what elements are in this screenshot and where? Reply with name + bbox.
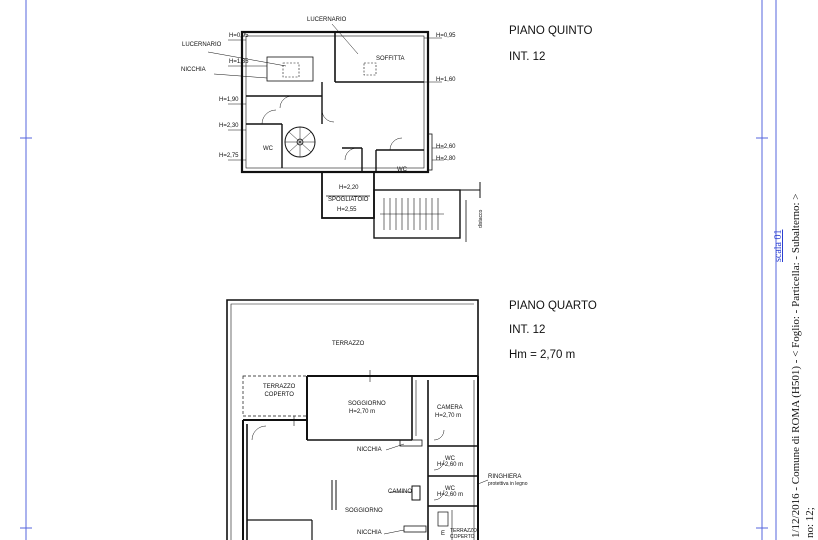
label-wc-right: WC [397,167,407,173]
sidebar-scale-link[interactable]: scala 01 [773,229,784,263]
label-terrazzo: TERRAZZO [332,341,365,347]
label-lucernario-top: LUCERNARIO [307,17,347,23]
height-h190: H=1,90 [219,97,239,103]
piano-quarto-interno: INT. 12 [509,324,546,336]
label-wc-left: WC [263,146,273,152]
height-h260: H=2,60 [436,144,456,150]
label-lucernario-left: LUCERNARIO [182,42,222,48]
sheet-frame [20,0,777,540]
piano-quinto-plan [207,23,481,242]
label-nicchia-1: NICCHIA [357,447,382,453]
height-h220: H=2,20 [339,185,359,191]
label-camera-height: H=2,70 m [435,413,462,419]
height-h095-right: H=0,95 [436,33,456,39]
height-h230: H=2,30 [219,123,239,129]
label-distacco: distacco [478,209,484,228]
height-h095-left: H=0,95 [229,33,249,39]
sidebar-number-line: no: 12; [804,507,816,538]
label-spogliatoio: SPOGLIATOIO [328,197,369,203]
label-wc-2: WC [445,486,455,492]
label-e: E [441,531,446,537]
height-h135: H=1,35 [229,59,249,65]
label-nicchia-2: NICCHIA [357,530,382,536]
height-h280: H=2,80 [436,156,456,162]
label-ringhiera-note: protettiva in legno [488,481,528,487]
cadastral-sidebar: 1/12/2016 - Comune di ROMA (H501) - < Fo… [773,0,818,540]
label-terrazzo-coperto-2: TERRAZZO COPERTO [450,528,477,540]
label-soggiorno-1-height: H=2,70 m [349,409,376,415]
label-camera: CAMERA [437,405,463,411]
label-wc-1: WC [445,456,455,462]
label-soggiorno-1: SOGGIORNO [348,401,386,407]
height-h275: H=2,75 [219,153,239,159]
label-wc-1-height: H=2,60 m [437,462,464,468]
label-soffitta: SOFFITTA [376,56,405,62]
height-h255: H=2,55 [337,207,357,213]
label-wc-2-height: H=2,60 m [437,492,464,498]
piano-quarto-hm: Hm = 2,70 m [509,349,576,361]
piano-quarto-title: PIANO QUARTO [509,300,597,312]
label-soggiorno-2: SOGGIORNO [345,508,383,514]
piano-quinto-interno: INT. 12 [509,51,546,63]
label-terrazzo-coperto: TERRAZZO COPERTO [263,384,296,398]
label-nicchia: NICCHIA [181,67,206,73]
height-h160: H=1,60 [436,77,456,83]
label-camino: CAMINO [388,489,412,495]
piano-quinto-title: PIANO QUINTO [509,25,593,37]
label-ringhiera: RINGHIERA [488,474,522,480]
piano-quarto-plan [226,299,489,540]
sidebar-reference-line: 1/12/2016 - Comune di ROMA (H501) - < Fo… [790,193,802,538]
